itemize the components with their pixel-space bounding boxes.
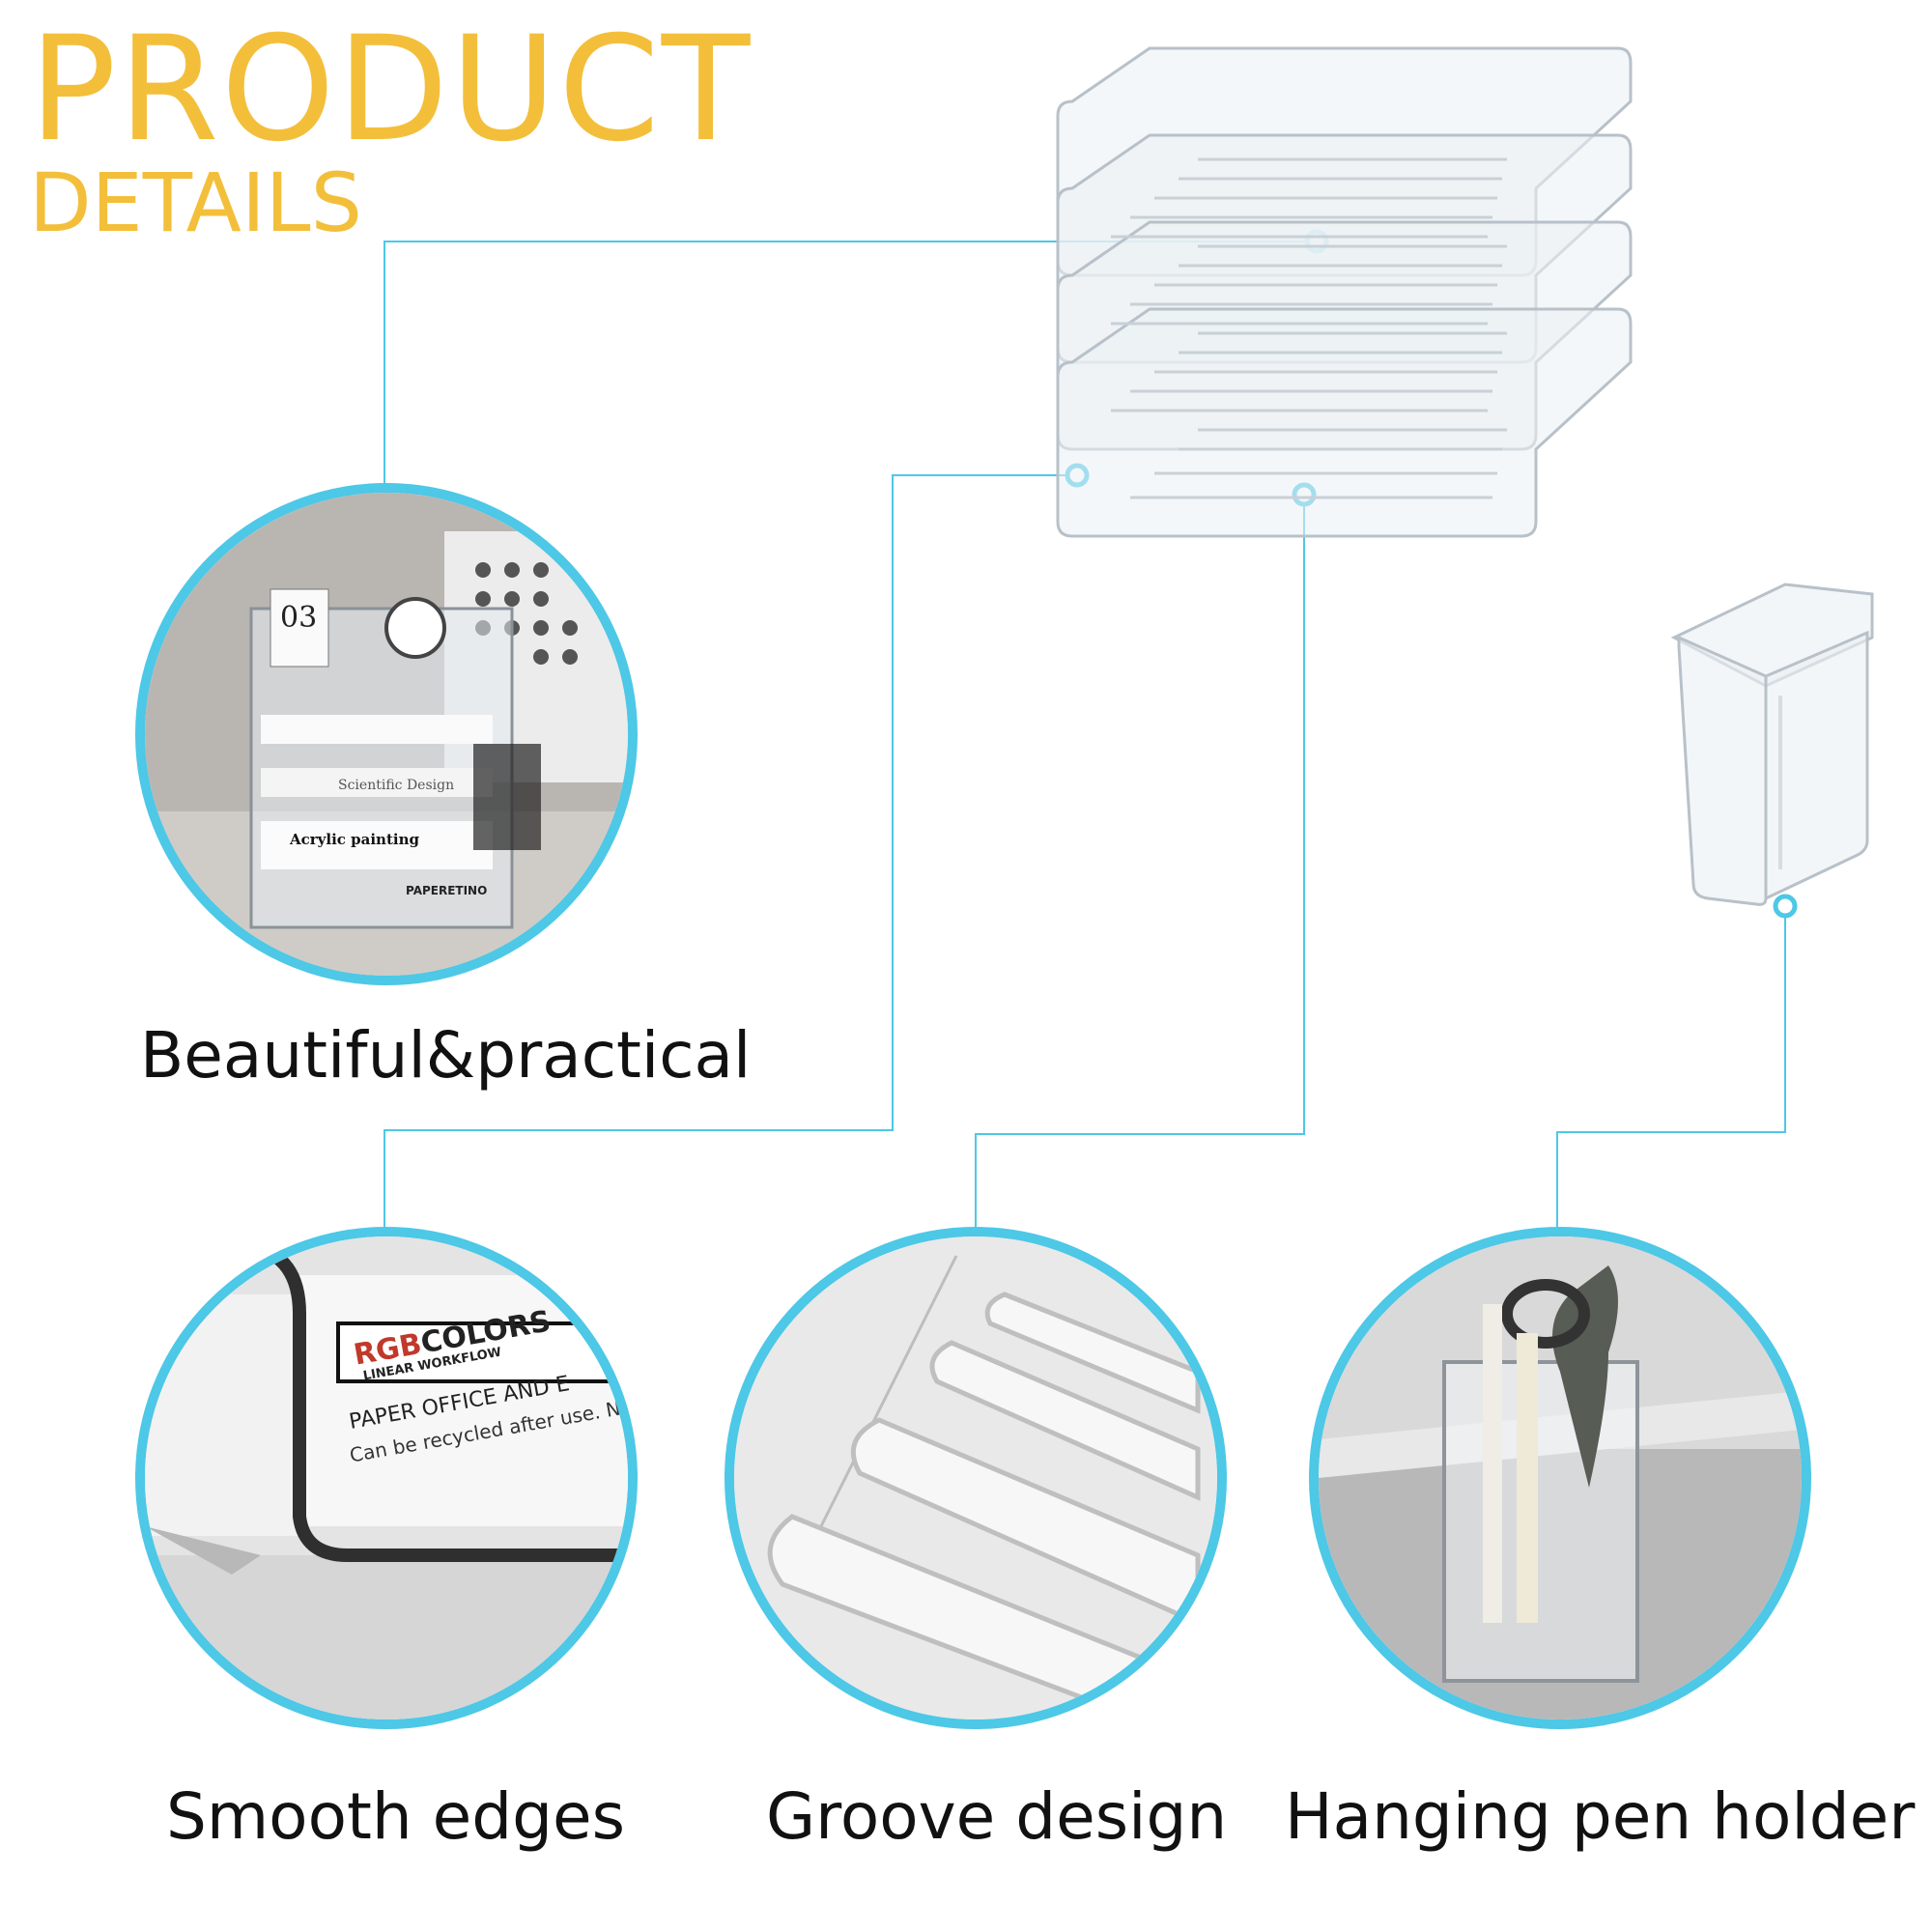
connector-line-1 <box>384 241 1317 483</box>
connector-line-4 <box>1556 908 1786 1229</box>
book-spine-2: Acrylic painting <box>290 831 419 848</box>
feature-photo-smooth-edges: RGBCOLORS LINEAR WORKFLOW PAPER OFFICE A… <box>135 1227 638 1729</box>
feature-photo-hanging-pen-holder <box>1309 1227 1811 1729</box>
connector-line-3 <box>975 495 1305 1229</box>
hotspot-dot-4 <box>1773 894 1798 919</box>
caption-beautiful-practical: Beautiful&practical <box>140 1018 752 1093</box>
caption-smooth-edges: Smooth edges <box>166 1779 626 1854</box>
caption-groove-design: Groove design <box>766 1779 1228 1854</box>
book-spine-3: PAPERETINO <box>406 884 488 897</box>
feature-photo-beautiful-practical: 03 Scientific Design Acrylic painting PA… <box>135 483 638 985</box>
page-subtitle: DETAILS <box>29 156 362 250</box>
pen-holder-illustration <box>1670 582 1874 906</box>
caption-hanging-pen-holder: Hanging pen holder <box>1285 1779 1916 1854</box>
connector-line-2 <box>384 474 1075 1227</box>
book-spine-1: Scientific Design <box>338 778 455 793</box>
calendar-day: 03 <box>280 601 318 635</box>
page-title: PRODUCT <box>29 6 753 174</box>
feature-photo-groove-design <box>724 1227 1227 1729</box>
tray-stack-illustration <box>1056 46 1633 538</box>
